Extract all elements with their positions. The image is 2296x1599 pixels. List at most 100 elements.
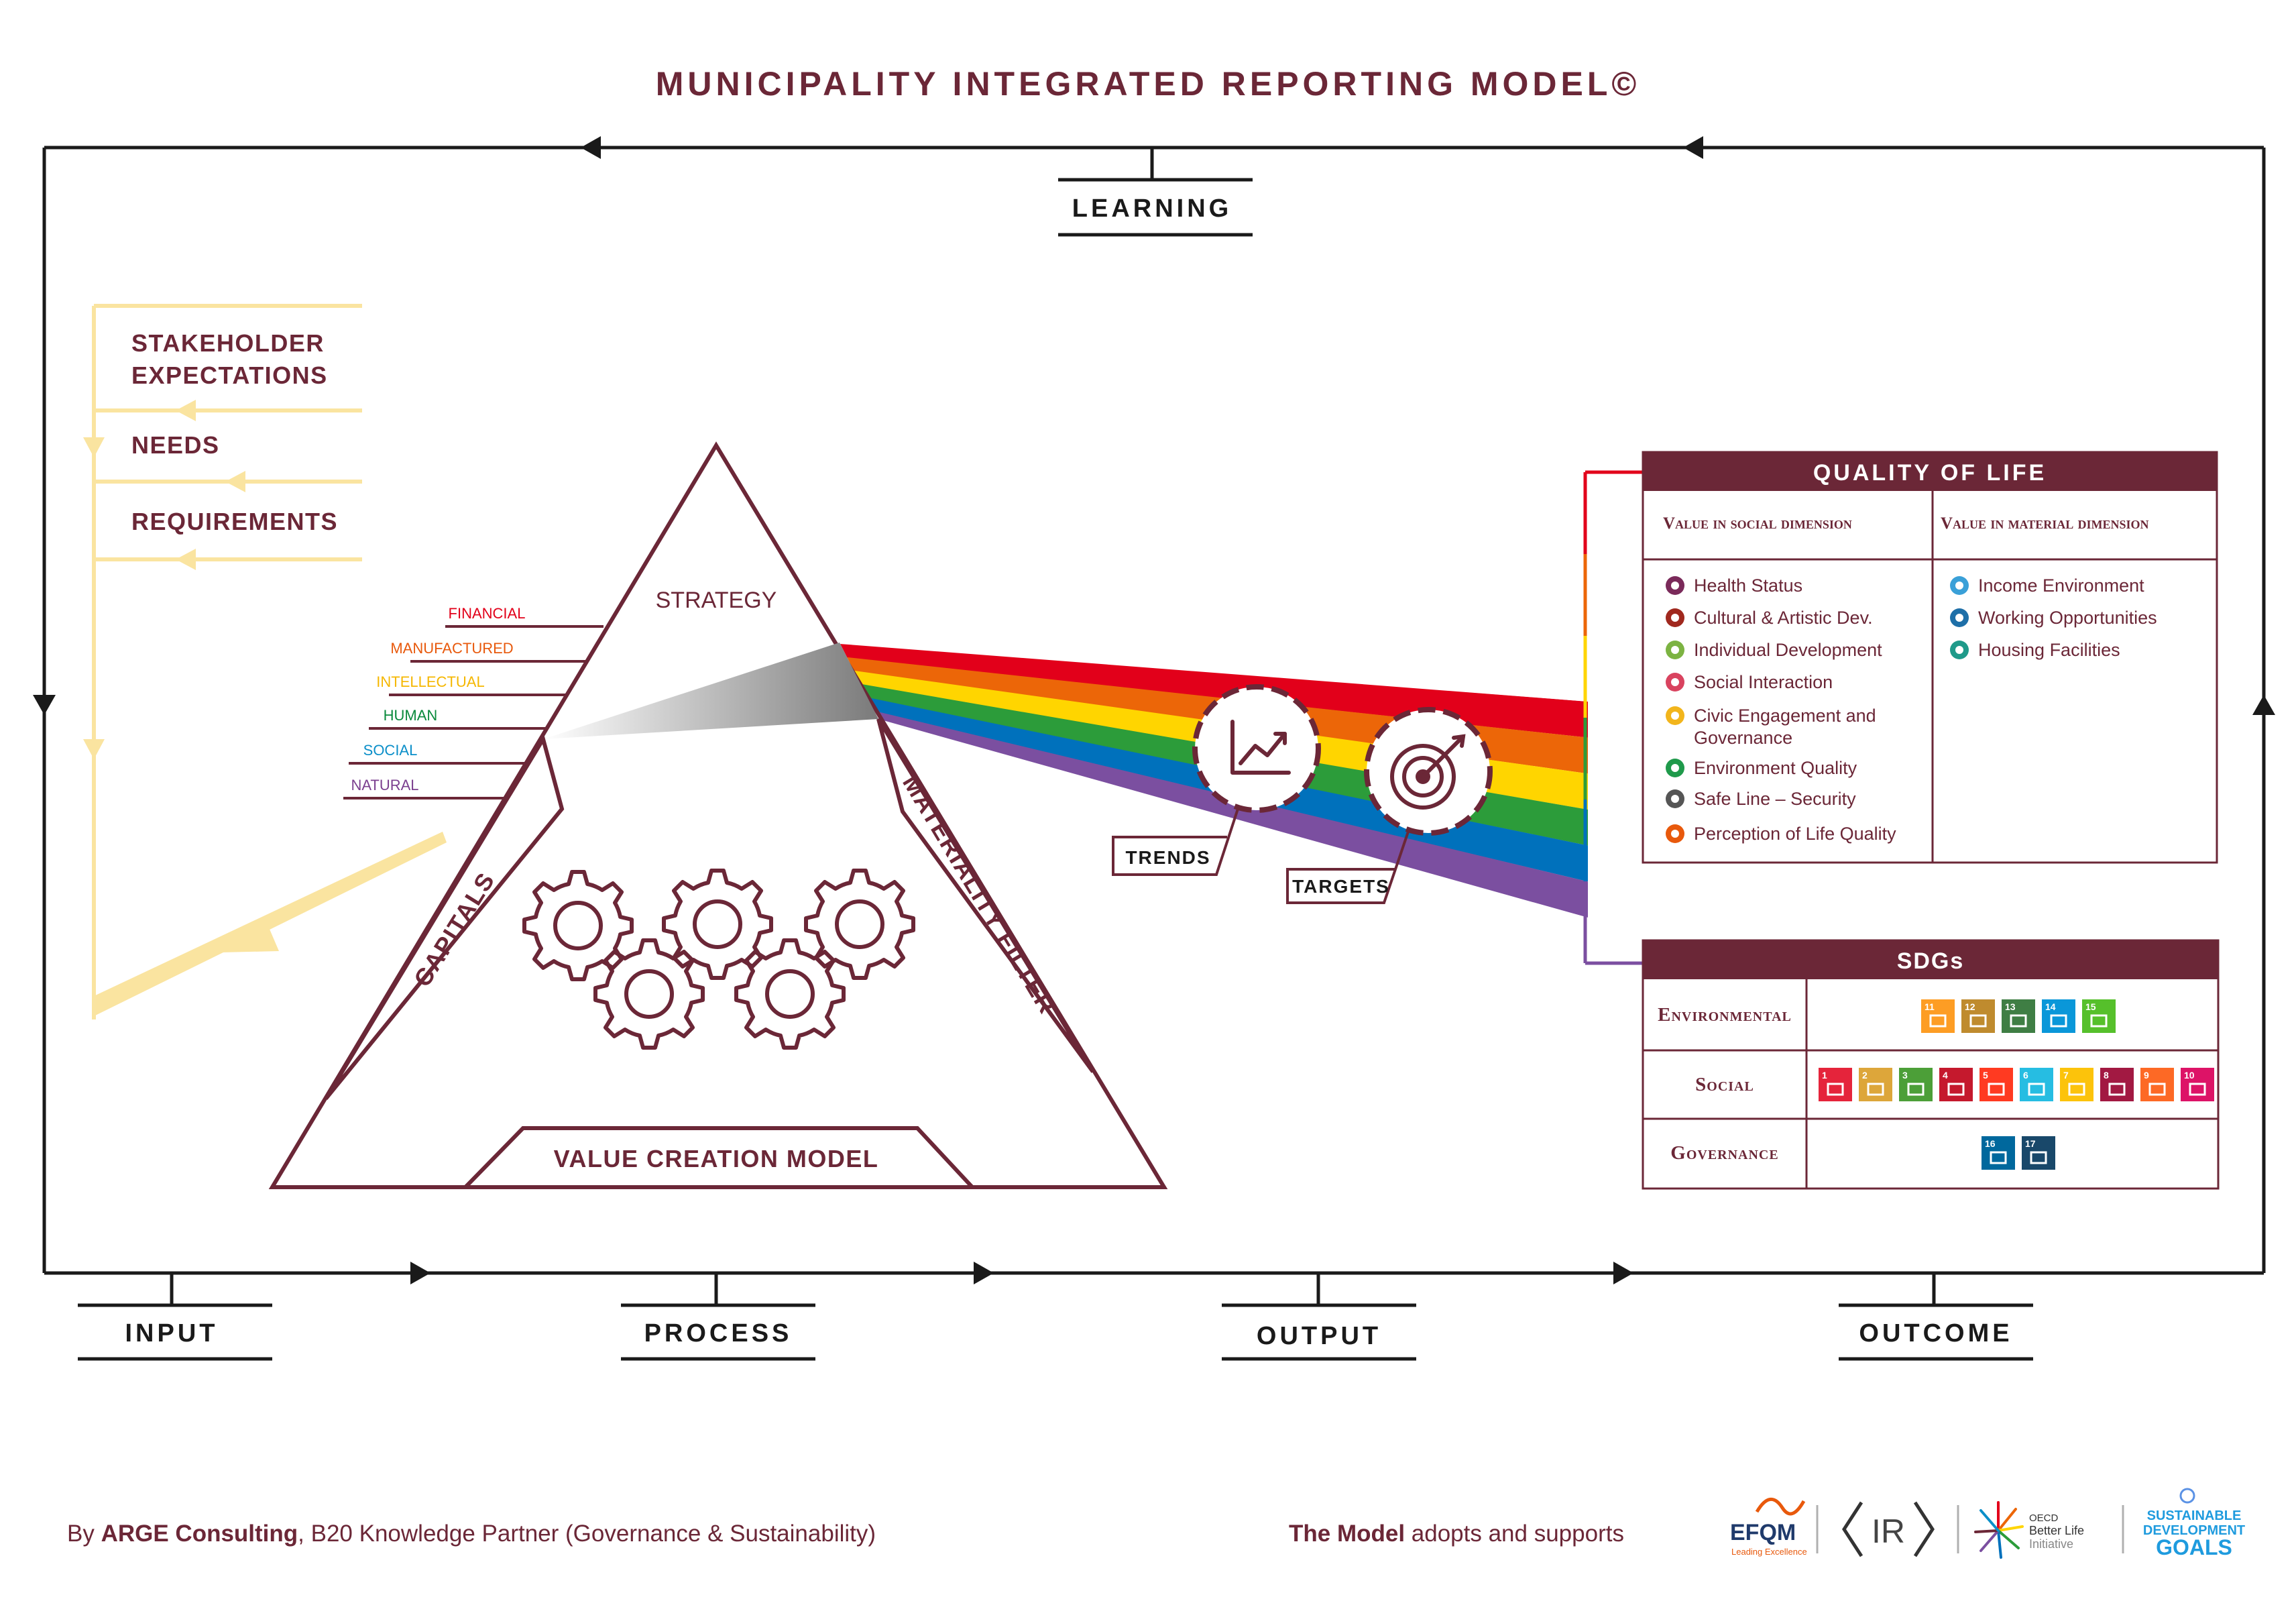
sdg-tile-10: 10: [2181, 1068, 2214, 1101]
icon-glyph: [1955, 646, 1963, 654]
rainbow-bracket: [1583, 470, 1643, 965]
value-creation-band: [460, 1126, 977, 1189]
svg-text:14: 14: [2045, 1001, 2056, 1012]
svg-text:7: 7: [2063, 1070, 2069, 1081]
credit-by: By: [67, 1521, 101, 1547]
qol-item-label: Housing Facilities: [1978, 640, 2120, 660]
capital-label-social: SOCIAL: [363, 742, 418, 759]
icon-glyph: [1671, 764, 1679, 772]
prism-triangle: STRATEGY CAPITALS MATERIALITY FILTER VAL…: [268, 441, 1168, 1189]
qol-item-label: Working Opportunities: [1978, 608, 2157, 628]
svg-text:Leading Excellence: Leading Excellence: [1731, 1547, 1807, 1557]
icon-glyph: [1671, 830, 1679, 838]
arrow-down-icon: [83, 739, 105, 759]
credit-rest: , B20 Knowledge Partner (Governance & Su…: [298, 1521, 876, 1547]
qol-item: Safe Line – Security: [1666, 789, 1856, 809]
flow-label-outcome: OUTCOME: [1839, 1303, 2033, 1361]
icon-glyph: [1671, 712, 1679, 720]
svg-text:EFQM: EFQM: [1730, 1520, 1796, 1545]
svg-text:SUSTAINABLE: SUSTAINABLE: [2147, 1508, 2242, 1523]
capitals-band: [324, 734, 565, 1100]
capital-label-intellectual: INTELLECTUAL: [376, 673, 484, 690]
svg-text:DEVELOPMENT: DEVELOPMENT: [2143, 1523, 2245, 1538]
sdg-tile-12: 12: [1961, 999, 1995, 1033]
input-stakeholder: STAKEHOLDER: [131, 329, 325, 357]
icon-glyph: [1955, 614, 1963, 622]
credit-line: By ARGE Consulting, B20 Knowledge Partne…: [67, 1517, 876, 1551]
sdg-tile-4: 4: [1939, 1068, 1973, 1101]
sdg-tile-3: 3: [1899, 1068, 1933, 1101]
svg-text:OUTCOME: OUTCOME: [1859, 1319, 2012, 1347]
value-creation-label: VALUE CREATION MODEL: [554, 1145, 879, 1172]
spectrum-band: [840, 643, 1588, 738]
capital-label-manufactured: MANUFACTURED: [390, 640, 513, 657]
svg-text:4: 4: [1943, 1070, 1948, 1081]
flow-label-output: OUTPUT: [1222, 1303, 1416, 1361]
svg-text:17: 17: [2025, 1138, 2036, 1149]
qol-item-label: Environment Quality: [1694, 758, 1857, 778]
svg-text:8: 8: [2104, 1070, 2109, 1081]
credit-company: ARGE Consulting: [101, 1521, 298, 1547]
svg-text:Better Life: Better Life: [2029, 1524, 2084, 1537]
icon-glyph: [1671, 614, 1679, 622]
arrow-right-icon: [974, 1262, 994, 1284]
sdg-tile-9: 9: [2140, 1068, 2174, 1101]
qol-item-label: Health Status: [1694, 575, 1802, 596]
materiality-band: [876, 718, 1095, 1073]
svg-text:13: 13: [2005, 1001, 2016, 1012]
svg-text:6: 6: [2023, 1070, 2028, 1081]
capital-label-human: HUMAN: [384, 707, 438, 724]
svg-text:TRENDS: TRENDS: [1125, 847, 1210, 868]
svg-text:INPUT: INPUT: [125, 1319, 219, 1347]
sdg-goals-logo: SUSTAINABLE DEVELOPMENT GOALS: [2143, 1488, 2245, 1559]
spectrum-band: [855, 706, 1588, 918]
adopts-label: adopts and supports: [1405, 1521, 1624, 1547]
svg-text:3: 3: [1902, 1070, 1908, 1081]
input-requirements: REQUIREMENTS: [131, 508, 338, 535]
svg-text:LEARNING: LEARNING: [1072, 195, 1232, 223]
sdg-row-social: Social: [1695, 1074, 1754, 1095]
qol-item: Health Status: [1666, 575, 1802, 596]
sdg-row-environmental: Environmental: [1658, 1004, 1792, 1026]
icon-glyph: [1955, 582, 1963, 590]
qol-item-label: Cultural & Artistic Dev.: [1694, 608, 1873, 628]
sdg-tile-11: 11: [1921, 999, 1955, 1033]
stakeholder-input-bracket: STAKEHOLDER EXPECTATIONS NEEDS REQUIREME…: [83, 304, 447, 1019]
arrow-down-icon: [33, 695, 56, 715]
qol-social-header: Value in social dimension: [1663, 514, 1852, 533]
light-beam: [543, 643, 878, 739]
page-title: MUNICIPALITY INTEGRATED REPORTING MODEL©: [656, 65, 1641, 103]
footer-logos: EFQM Leading Excellence IR OECD Better L…: [1730, 1488, 2245, 1559]
svg-text:15: 15: [2085, 1001, 2096, 1012]
svg-text:OECD: OECD: [2029, 1512, 2059, 1524]
qol-item-label: Perception of Life Quality: [1694, 824, 1896, 844]
target-icon: [1390, 734, 1466, 810]
sdg-tile-16: 16: [1982, 1136, 2015, 1170]
qol-item: Perception of Life Quality: [1666, 824, 1896, 844]
svg-text:1: 1: [1822, 1070, 1827, 1081]
svg-text:2: 2: [1862, 1070, 1868, 1081]
sdg-tile-15: 15: [2082, 999, 2116, 1033]
strategy-label: STRATEGY: [656, 588, 777, 613]
capitals-legend: FINANCIALMANUFACTUREDINTELLECTUALHUMANSO…: [343, 605, 604, 800]
input-expectations: EXPECTATIONS: [131, 362, 328, 389]
input-needs: NEEDS: [131, 431, 220, 459]
efqm-logo: EFQM Leading Excellence: [1730, 1498, 1807, 1557]
capital-label-natural: NATURAL: [351, 777, 418, 793]
trend-chart-icon: [1230, 720, 1291, 775]
sdg-tile-2: 2: [1859, 1068, 1892, 1101]
svg-text:10: 10: [2184, 1070, 2195, 1081]
qol-item-label: Individual Development: [1694, 640, 1882, 660]
arrow-left-icon: [1683, 136, 1703, 159]
input-beam: [93, 832, 447, 1017]
sdg-tile-6: 6: [2020, 1068, 2053, 1101]
qol-item-label: Income Environment: [1978, 575, 2144, 596]
frame-arrows: [33, 136, 2275, 1284]
arrow-up-icon: [2252, 695, 2275, 715]
qol-item: Environment Quality: [1666, 758, 1857, 778]
oecd-better-life-logo: OECD Better Life Initiative: [1974, 1501, 2084, 1559]
sdg-tile-7: 7: [2060, 1068, 2093, 1101]
